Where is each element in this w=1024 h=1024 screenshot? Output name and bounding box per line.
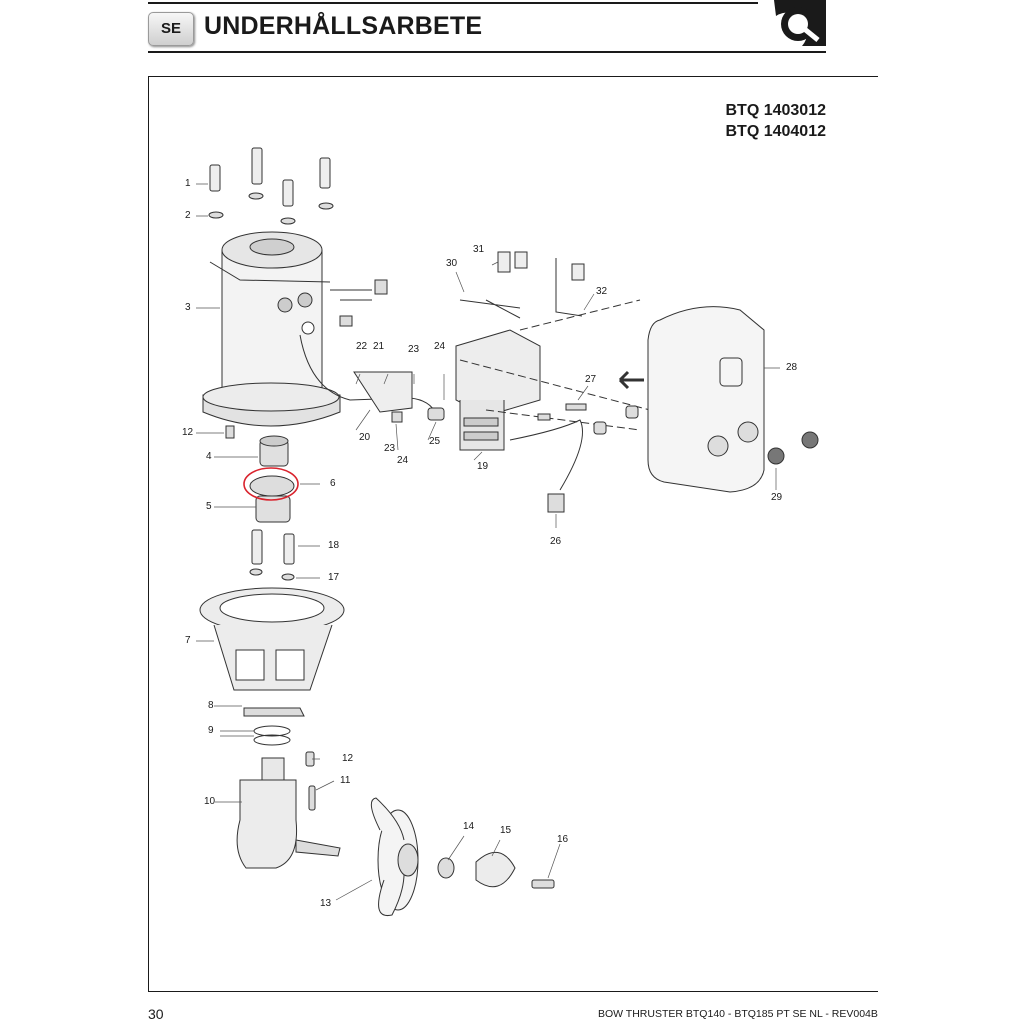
callout-24: 24 xyxy=(434,341,446,352)
callout-22: 22 xyxy=(356,341,368,352)
electrical-cover xyxy=(618,306,819,493)
gear-leg xyxy=(236,757,341,869)
motor-bracket xyxy=(199,587,345,691)
propeller xyxy=(370,797,555,917)
solenoid-relay xyxy=(455,251,585,451)
callout-3: 3 xyxy=(185,302,191,313)
callout-14: 14 xyxy=(463,821,475,832)
callout-2: 2 xyxy=(185,210,191,221)
page-title: UNDERHÅLLSARBETE xyxy=(204,12,483,40)
callout-18: 18 xyxy=(328,540,340,551)
electric-motor xyxy=(202,231,388,439)
callout-25: 25 xyxy=(429,436,441,447)
highlight-circle-part-6 xyxy=(243,467,299,501)
model-code-1: BTQ 1403012 xyxy=(725,102,826,119)
callout-23b: 23 xyxy=(384,443,396,454)
callout-10: 10 xyxy=(204,796,216,807)
document-reference: BOW THRUSTER BTQ140 - BTQ185 PT SE NL - … xyxy=(598,1008,878,1020)
callout-21: 21 xyxy=(373,341,385,352)
callout-8: 8 xyxy=(208,700,214,711)
header-bottom-rule xyxy=(148,51,826,53)
callout-31: 31 xyxy=(473,244,485,255)
callout-26: 26 xyxy=(550,536,562,547)
motor-bolts xyxy=(208,147,334,225)
diagram-frame xyxy=(148,76,878,992)
model-code-2: BTQ 1404012 xyxy=(725,123,826,140)
language-badge: SE xyxy=(148,12,194,46)
callout-30: 30 xyxy=(446,258,458,269)
header-top-rule xyxy=(148,2,758,4)
coupling-assembly xyxy=(249,435,295,581)
callout-11: 11 xyxy=(340,775,351,786)
callout-13: 13 xyxy=(320,898,332,909)
callout-23: 23 xyxy=(408,344,420,355)
callout-12: 12 xyxy=(182,427,194,438)
callout-4: 4 xyxy=(206,451,212,462)
callout-19: 19 xyxy=(477,461,489,472)
callout-15: 15 xyxy=(500,825,512,836)
callout-1: 1 xyxy=(185,178,191,189)
o-ring-lower xyxy=(253,734,291,746)
quick-q-logo-icon xyxy=(774,0,826,46)
callout-24b: 24 xyxy=(397,455,409,466)
callout-28: 28 xyxy=(786,362,798,373)
callout-17: 17 xyxy=(328,572,340,583)
callout-7: 7 xyxy=(185,635,191,646)
callout-32: 32 xyxy=(596,286,608,297)
page-number: 30 xyxy=(148,1006,164,1022)
callout-29: 29 xyxy=(771,492,783,503)
callout-5: 5 xyxy=(206,501,212,512)
callout-27: 27 xyxy=(585,374,597,385)
callout-6: 6 xyxy=(330,478,336,489)
callout-12b: 12 xyxy=(342,753,354,764)
gasket xyxy=(243,707,305,717)
callout-20: 20 xyxy=(359,432,371,443)
callout-16: 16 xyxy=(557,834,569,845)
callout-9: 9 xyxy=(208,725,214,736)
